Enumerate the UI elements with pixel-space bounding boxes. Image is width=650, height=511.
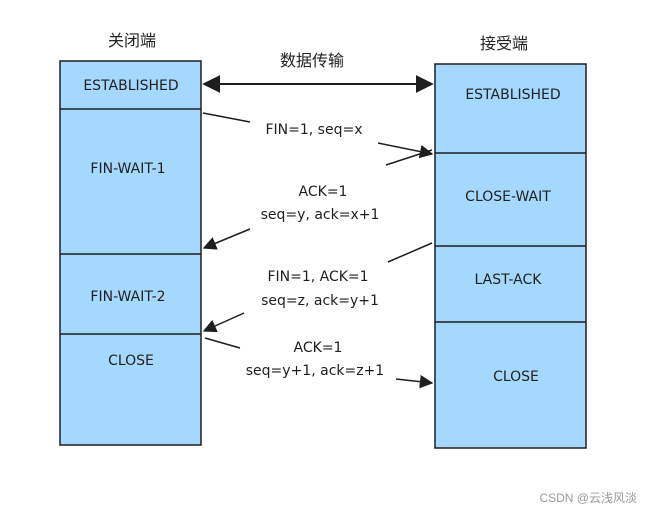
ack-arrow (202, 228, 251, 250)
arrow-segment (387, 242, 433, 263)
arrow-segment (204, 337, 241, 349)
final-ack-label-line-1: ACK=1 (294, 340, 343, 356)
closing-side-box (59, 60, 202, 446)
receiving-side-box (434, 63, 587, 449)
message-final-ack: ACK=1 seq=y+1, ack=z+1 (204, 337, 434, 389)
left-state-fin-wait-1: FIN-WAIT-1 (90, 161, 165, 177)
receiving-side-column: ESTABLISHED CLOSE-WAIT LAST-ACK CLOSE (434, 63, 587, 449)
fin-ack-arrow (202, 312, 245, 333)
closing-side-title: 关闭端 (108, 31, 156, 50)
arrow-segment (385, 149, 433, 166)
right-state-close-wait: CLOSE-WAIT (465, 189, 551, 205)
left-state-established: ESTABLISHED (83, 78, 178, 94)
right-state-close: CLOSE (493, 369, 539, 385)
left-state-fin-wait-2: FIN-WAIT-2 (90, 289, 165, 305)
closing-side-column: ESTABLISHED FIN-WAIT-1 FIN-WAIT-2 CLOSE (59, 60, 202, 446)
arrow-segment (202, 112, 251, 123)
message-ack: ACK=1 seq=y, ack=x+1 (202, 149, 433, 250)
message-fin: FIN=1, seq=x (202, 112, 434, 159)
right-state-established: ESTABLISHED (465, 87, 560, 103)
data-transfer-title: 数据传输 (280, 51, 344, 70)
ack-label-line-2: seq=y, ack=x+1 (261, 207, 380, 223)
final-ack-label-line-2: seq=y+1, ack=z+1 (246, 363, 384, 379)
csdn-watermark: CSDN @云浅风淡 (539, 491, 637, 505)
final-ack-arrow (395, 374, 434, 389)
fin-ack-label-line-2: seq=z, ack=y+1 (261, 293, 379, 309)
ack-label-line-1: ACK=1 (299, 184, 348, 200)
receiving-side-title: 接受端 (480, 34, 528, 53)
right-state-last-ack: LAST-ACK (475, 272, 543, 288)
message-fin-ack: FIN=1, ACK=1 seq=z, ack=y+1 (202, 242, 433, 333)
fin-label: FIN=1, seq=x (265, 122, 362, 138)
left-state-close: CLOSE (108, 353, 154, 369)
fin-ack-label-line-1: FIN=1, ACK=1 (267, 269, 368, 285)
